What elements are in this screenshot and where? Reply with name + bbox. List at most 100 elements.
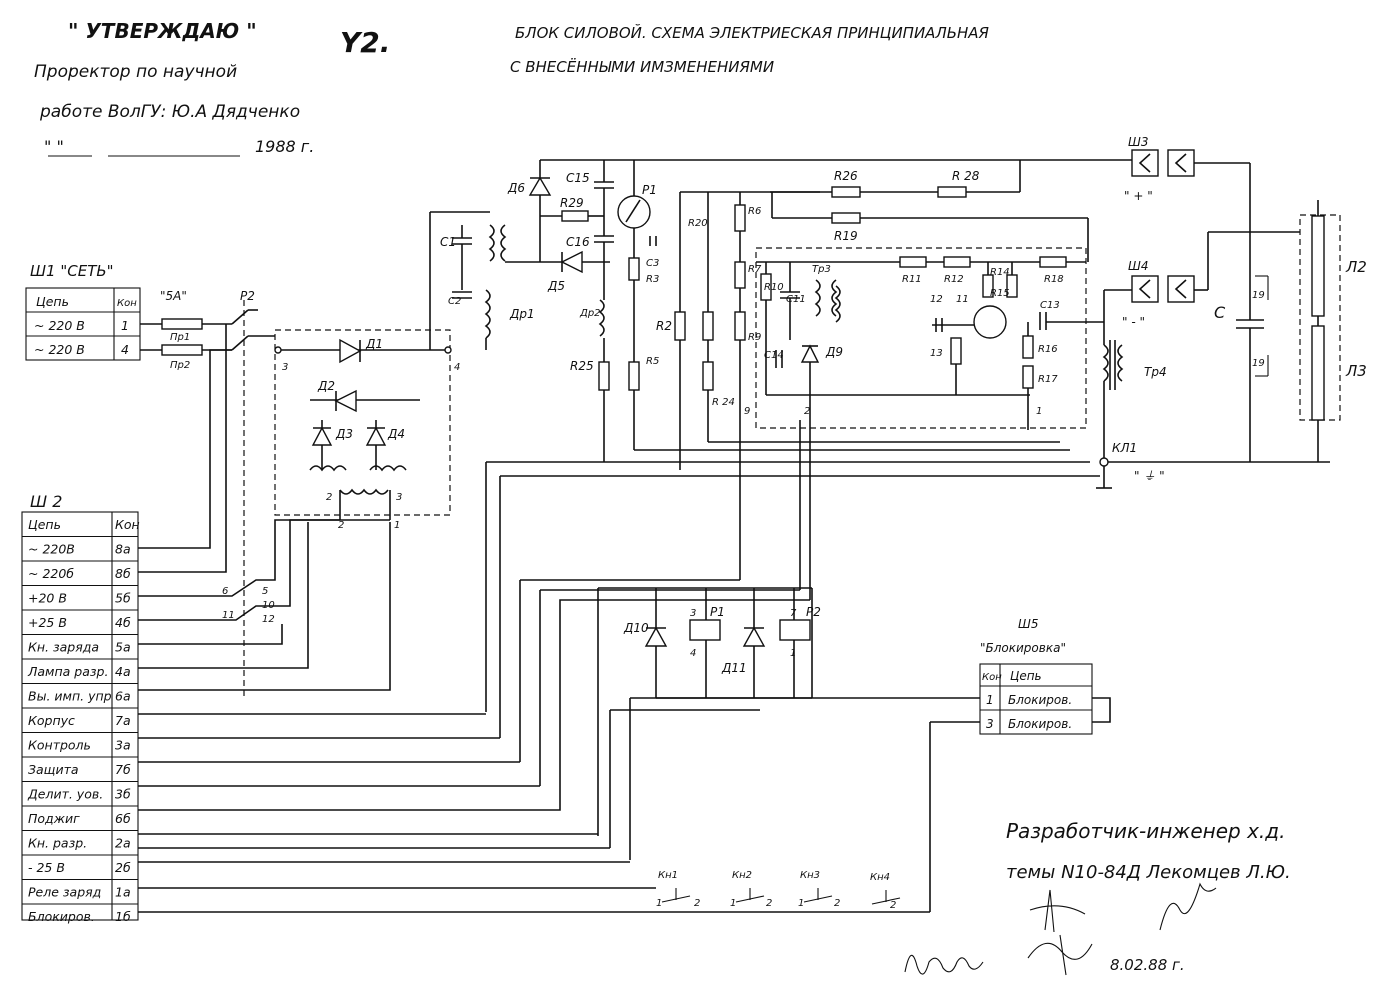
sh2-row-pin: 6а [115,689,131,704]
divider-chain: R2 R20 R 24 R6 R7 R9 [656,191,820,580]
d3-label: Д3 [335,427,353,441]
pin-3b: 3 [282,362,288,373]
sh4-label: Ш4 [1128,259,1148,273]
sh2-row-pin: 6б [115,811,131,826]
r9-label: R9 [748,332,761,343]
title-line2: С ВНЕСЁННЫМИ ИМЗМЕНЕНИЯМИ [510,57,774,76]
sh5-row2-circuit: Блокиров. [1008,717,1072,731]
kn3-pin1: 1 [798,898,804,909]
signature-developer [1159,882,1217,931]
sh1-head-pin: Кон [117,298,137,309]
tr3-label: Тр3 [812,264,831,275]
r25-label: R25 [570,359,594,373]
approval-block: " УТВЕРЖДАЮ " Y2. Проректор по научной р… [34,19,390,157]
fuse-rating: "5А" [160,289,187,303]
sh2-row-pin: 4б [115,615,131,630]
c3-label: С3 [646,258,659,269]
sh2-row-circuit: ~ 220б [28,566,74,581]
sh5-row1-circuit: Блокиров. [1008,693,1072,707]
r20-label: R20 [688,218,708,229]
r29-label: R29 [560,196,584,210]
sh2-row-circuit: Кн. заряда [28,640,99,655]
connector-sh3: Ш3 " + " [1020,135,1250,203]
sh2-row-pin: 5а [115,640,131,655]
rectifier-block: Д1 Д2 Д3 Д4 2 3 2 1 3 4 [274,329,460,531]
kn4-label: Кн4 [870,872,890,883]
r10-label: R10 [764,282,784,293]
bus-wires: 9 2 1 [485,406,1100,786]
r6-label: R6 [748,206,761,217]
sh2-row-pin: 8а [115,542,131,557]
num-12: 12 [930,294,943,305]
r11-label: R11 [902,274,922,285]
trigger-block: R10 С11 С14 Тр3 Д9 R11 R12 R18 R14 R15 [755,247,1087,430]
sh2-row-circuit: ~ 220В [28,542,75,557]
r28-label: R 28 [952,169,980,183]
r26-label: R26 [834,169,858,183]
pin-9: 9 [744,406,750,417]
pin-1b: 1 [1036,406,1042,417]
dr1-label: Др1 [509,307,535,321]
relay-p1-label: Р1 [710,605,725,619]
kn2-pin1: 1 [730,898,736,909]
kn2-label: Кн2 [732,870,752,881]
d9-label: Д9 [825,345,843,359]
l3-label: Л3 [1345,362,1367,380]
r18-label: R18 [1044,274,1064,285]
sh2-wires: 6 5 11 10 12 [138,324,930,913]
developer-line1: Разработчик-инженер х.д. [1006,819,1285,843]
c15-label: С15 [566,171,590,185]
sh2-row-circuit: +20 В [28,591,67,606]
sh2-row-circuit: Поджиг [28,811,80,826]
sh2-row-circuit: Корпус [28,713,75,728]
relay-p2-label: Р2 [806,605,821,619]
pin-3: 3 [396,492,402,503]
signature-mark [1027,934,1093,976]
sh5-subtitle: "Блокировка" [980,641,1066,655]
r7-label: R7 [748,264,762,275]
relay-contact-p2: Р2 [231,289,275,700]
sh5-head-pin: Кон [982,672,1002,683]
developer-block: Разработчик-инженер х.д. темы N10-84Д Ле… [904,819,1291,976]
sh2-row-pin: 1б [115,909,131,924]
pin-2c: 2 [804,406,810,417]
pin-1: 1 [394,520,400,531]
sh1-row1-circuit: ~ 220 В [34,318,85,333]
r17-label: R17 [1038,374,1058,385]
c2-label: С2 [448,296,461,307]
output-transformer-tr4: Тр4 [1046,290,1167,450]
sh1-title: Ш1 "СЕТЬ" [30,262,114,280]
d1-label: Д1 [365,337,383,351]
c11-label: С11 [786,294,806,305]
kn3-pin2: 2 [834,898,840,909]
sh5-head-circuit: Цепь [1010,669,1042,683]
d10-label: Д10 [623,621,649,635]
pin-2: 2 [326,492,332,503]
r5-label: R5 [646,356,659,367]
drawing-title: БЛОК СИЛОВОЙ. СХЕМА ЭЛЕКТРИЕСКАЯ ПРИНЦИП… [510,23,990,76]
d2-label: Д2 [317,379,335,393]
main-capacitor-c: С 19 19 [1214,163,1269,462]
approve-text: " УТВЕРЖДАЮ " [68,19,257,43]
charging-section: Д6 Д5 С15 R29 С16 Др2 R25 Р1 С3 R3 [505,159,1020,462]
sh2-row-circuit: Реле заряд [28,885,101,900]
top-resistors: R26 R 28 R19 [770,160,1089,262]
contact-10: 10 [262,600,275,611]
sh2-row-pin: 3а [115,738,131,753]
sh2-row-pin: 7б [115,762,131,777]
sh2-row-circuit: Контроль [28,738,91,753]
tr4-label: Тр4 [1144,365,1167,379]
fuse-pr1-label: Пр1 [170,332,190,343]
approval-date-quotes: " " [44,137,64,156]
connector-sh4: Ш4 " - " [1104,231,1300,329]
contact-11: 11 [222,610,235,621]
sh2-row-circuit: +25 В [28,615,67,630]
r19-label: R19 [834,229,858,243]
pin-2b: 2 [338,520,344,531]
c16-label: С16 [566,235,590,249]
push-buttons: Кн1 Кн2 Кн3 Кн4 1 2 1 2 1 2 2 [656,870,901,911]
num-11: 11 [956,294,969,305]
sh2-row-circuit: Лампа разр. [27,664,108,679]
pin-19a: 19 [1252,290,1265,301]
